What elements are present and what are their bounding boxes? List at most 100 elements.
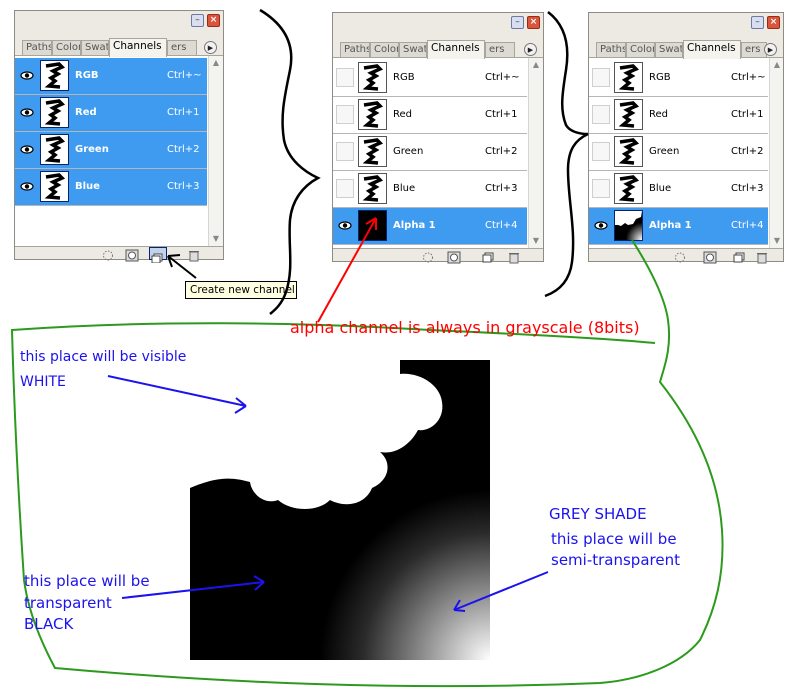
channel-thumbnail [614,62,643,93]
panel-menu-icon[interactable]: ▶ [524,43,537,56]
channel-thumbnail [358,173,387,204]
save-selection-icon[interactable] [125,247,139,262]
channel-shortcut: Ctrl+1 [731,109,764,120]
scroll-down-icon[interactable]: ▼ [773,236,781,245]
load-selection-icon[interactable] [421,249,435,263]
tab-swatches[interactable]: Swatc [655,42,683,58]
scrollbar[interactable]: ▲ ▼ [208,56,223,246]
channel-row-red[interactable]: Red Ctrl+1 [15,95,207,132]
eye-icon[interactable] [592,216,610,235]
save-selection-icon[interactable] [703,249,717,264]
tab-swatches[interactable]: Swatc [399,42,427,58]
eye-icon[interactable] [336,216,354,235]
channel-name: Blue [75,181,100,192]
scroll-down-icon[interactable]: ▼ [212,234,220,243]
channel-row-rgb[interactable]: RGB Ctrl+~ [15,58,207,95]
tab-color[interactable]: Color [52,40,81,56]
channel-row-blue[interactable]: Blue Ctrl+3 [15,169,207,206]
tab-color[interactable]: Color [370,42,399,58]
tab-layers[interactable]: ers [485,42,515,58]
channel-thumbnail [40,97,69,128]
channel-row-blue[interactable]: Blue Ctrl+3 [333,171,527,208]
tab-paths[interactable]: Paths [596,42,626,58]
channel-row-rgb[interactable]: RGB Ctrl+~ [589,60,768,97]
blue-arrow-black [121,575,265,599]
eye-icon[interactable] [18,103,36,122]
channel-row-red[interactable]: Red Ctrl+1 [333,97,527,134]
panel-menu-icon[interactable]: ▶ [204,41,217,54]
panel-titlebar: – × [15,11,223,35]
semi-transparent-note-line1: this place will be [551,530,677,548]
blue-arrow-white [107,375,247,414]
tab-paths[interactable]: Paths [340,42,370,58]
channel-row-green[interactable]: Green Ctrl+2 [15,132,207,169]
save-selection-icon[interactable] [447,249,461,264]
eye-toggle-empty[interactable] [592,179,610,198]
close-icon[interactable]: × [207,14,220,27]
eye-toggle-empty[interactable] [336,68,354,87]
scroll-up-icon[interactable]: ▲ [532,60,540,69]
scroll-down-icon[interactable]: ▼ [532,236,540,245]
channel-row-red[interactable]: Red Ctrl+1 [589,97,768,134]
eye-toggle-empty[interactable] [592,68,610,87]
channel-row-blue[interactable]: Blue Ctrl+3 [589,171,768,208]
curly-brace-2 [544,11,589,298]
eye-toggle-empty[interactable] [336,105,354,124]
pointer-arrow-new-channel [167,254,197,279]
channel-shortcut: Ctrl+~ [167,70,202,81]
channel-shortcut: Ctrl+4 [485,220,518,231]
minimize-icon[interactable]: – [511,16,524,29]
eye-icon[interactable] [18,140,36,159]
channel-thumbnail [40,171,69,202]
channel-row-alpha-1[interactable]: Alpha 1 Ctrl+4 [589,208,768,245]
green-outline [10,239,724,688]
alpha-thumbnail-painted [614,210,643,241]
eye-toggle-empty[interactable] [592,105,610,124]
tab-swatches[interactable]: Swatc [81,40,109,56]
eye-toggle-empty[interactable] [336,179,354,198]
scrollbar[interactable]: ▲ ▼ [528,58,543,248]
panel-menu-icon[interactable]: ▶ [764,43,777,56]
close-icon[interactable]: × [527,16,540,29]
channels-panel-3: – × Paths Color Swatc Channels ers ▶ RGB… [588,12,784,264]
tab-channels[interactable]: Channels [109,38,167,57]
eye-icon[interactable] [18,177,36,196]
scroll-up-icon[interactable]: ▲ [773,60,781,69]
load-selection-icon[interactable] [101,247,115,261]
load-selection-icon[interactable] [673,249,687,263]
channel-row-rgb[interactable]: RGB Ctrl+~ [333,60,527,97]
scrollbar[interactable]: ▲ ▼ [769,58,783,248]
trash-icon[interactable] [507,249,521,264]
channel-list: RGB Ctrl+~ Red Ctrl+1 Green Ctrl+2 Blue … [333,57,543,249]
eye-toggle-empty[interactable] [336,142,354,161]
transparent-note-line1: this place will be [24,572,150,590]
scroll-up-icon[interactable]: ▲ [212,58,220,67]
tab-layers[interactable]: ers [167,40,197,56]
black-label: BLACK [24,615,74,633]
channel-shortcut: Ctrl+2 [731,146,764,157]
panel-tabs: Paths Color Swatc Channels ers ▶ [596,40,779,60]
channel-shortcut: Ctrl+1 [485,109,518,120]
semi-transparent-note-line2: semi-transparent [551,551,680,569]
channel-shortcut: Ctrl+~ [485,72,520,83]
tab-paths[interactable]: Paths [22,40,52,56]
channel-thumbnail [358,136,387,167]
trash-icon[interactable] [755,249,769,264]
trash-icon[interactable] [187,247,201,262]
channel-row-green[interactable]: Green Ctrl+2 [333,134,527,171]
minimize-icon[interactable]: – [751,16,764,29]
tab-channels[interactable]: Channels [427,40,485,59]
channel-row-green[interactable]: Green Ctrl+2 [589,134,768,171]
alpha-grayscale-note: alpha channel is always in grayscale (8b… [290,318,640,337]
channel-thumbnail [614,136,643,167]
channel-thumbnail [614,99,643,130]
channel-name: Blue [649,183,672,194]
eye-icon[interactable] [18,66,36,85]
close-icon[interactable]: × [767,16,780,29]
new-channel-icon[interactable] [481,249,495,263]
minimize-icon[interactable]: – [191,14,204,27]
new-channel-icon[interactable] [732,249,746,263]
tab-color[interactable]: Color [626,42,655,58]
eye-toggle-empty[interactable] [592,142,610,161]
tab-channels[interactable]: Channels [683,40,741,59]
